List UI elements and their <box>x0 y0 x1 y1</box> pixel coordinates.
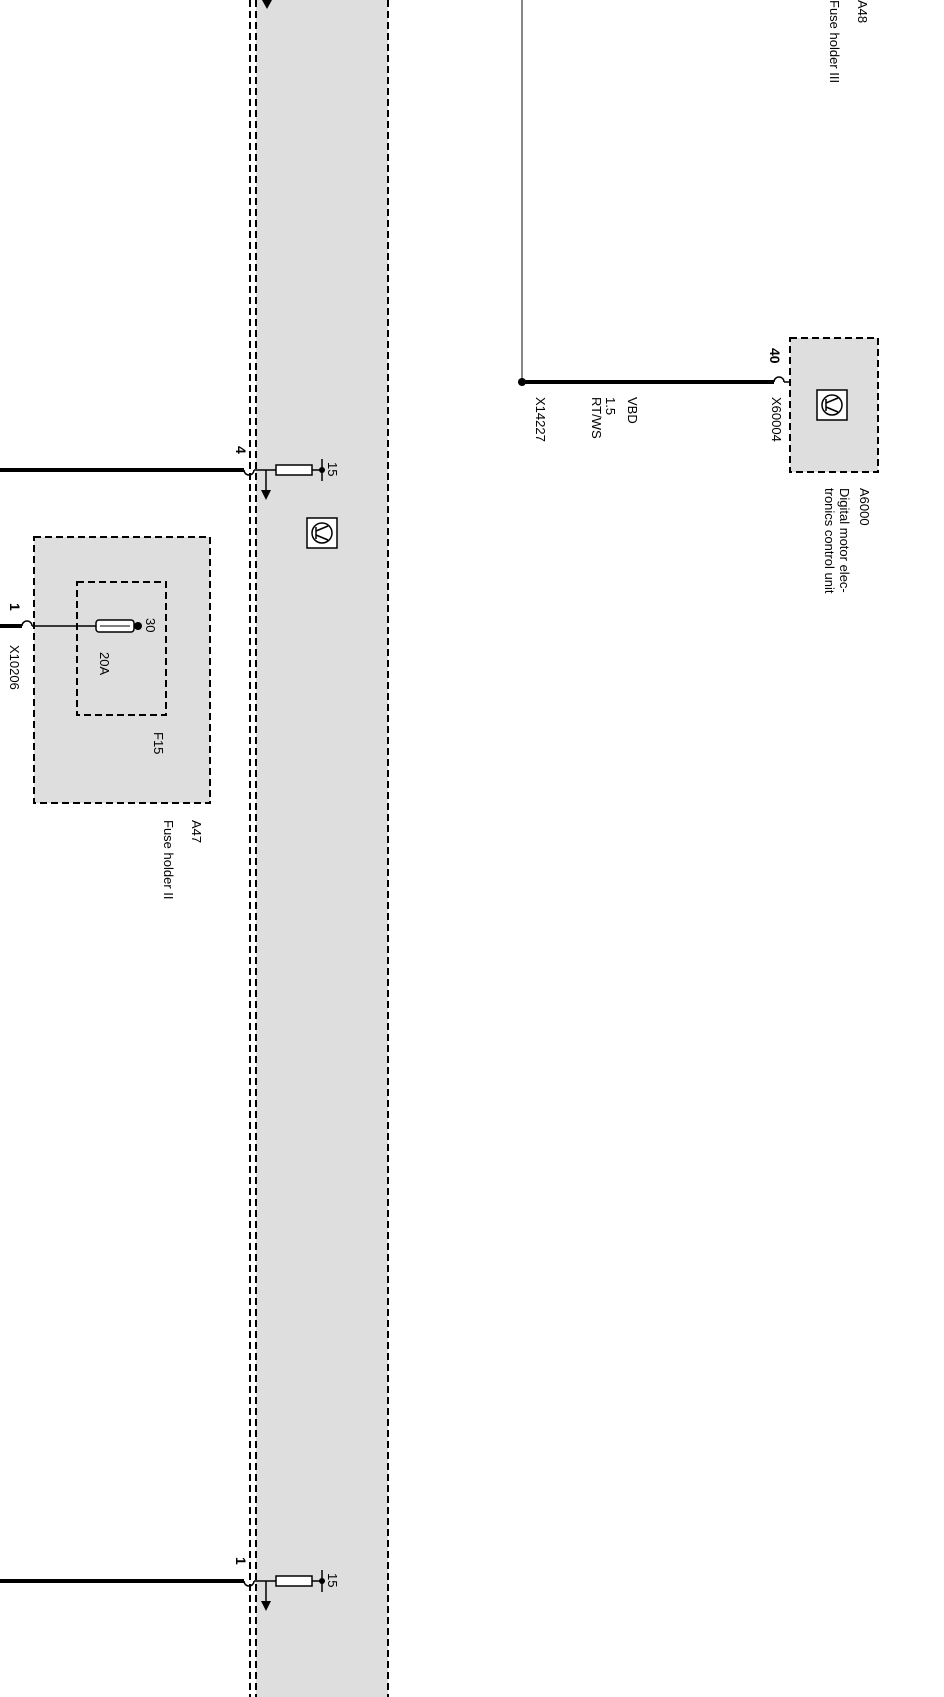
splice-label: X14227 <box>533 397 548 442</box>
upper-terminal-label: 15 <box>325 462 340 476</box>
upper-pin-number: 4 <box>233 446 249 454</box>
transistor-icon <box>306 517 338 549</box>
fuse-holder-a47: 1 X10206 30 20A F15 A47 Fuse holder II <box>0 536 211 900</box>
a6000-name-line1: Digital motor elec- <box>837 488 852 593</box>
lower-output-circuit: 1 15 <box>0 1557 340 1611</box>
vbd-wire-circuit: X14227 RT/WS 1.5 VBD 40 X60004 <box>518 0 790 442</box>
fuse-terminal-label: 30 <box>143 618 158 632</box>
resistor-icon <box>275 464 313 476</box>
fuse-rating-label: 20A <box>97 652 112 675</box>
x10206-pin-number: 1 <box>7 603 23 611</box>
a6000-pin-number: 40 <box>767 348 783 364</box>
x10206-connector-label: X10206 <box>7 645 22 690</box>
a6000-name-line2: tronics control unit <box>822 488 837 594</box>
a47-id-label: A47 <box>189 820 204 843</box>
splice-point <box>518 378 526 386</box>
a48-id-label: A48 <box>855 0 870 23</box>
resistor-icon <box>275 1575 313 1587</box>
power-distribution-box <box>249 0 389 1697</box>
wire-cross-section-label: 1.5 <box>603 397 618 415</box>
transistor-icon <box>816 389 848 421</box>
lower-terminal-label: 15 <box>325 1573 340 1587</box>
a6000-id-label: A6000 <box>857 488 872 526</box>
a47-name-label: Fuse holder II <box>161 820 176 900</box>
fuse-holder-a48-label: A48 Fuse holder III <box>827 0 870 83</box>
wire-color-label: RT/WS <box>589 397 604 439</box>
fuse-id-label: F15 <box>151 732 166 754</box>
a48-name-label: Fuse holder III <box>827 0 842 83</box>
a6000-connector-label: X60004 <box>769 397 784 442</box>
wire-signal-label: VBD <box>625 397 640 424</box>
upper-output-circuit: 4 15 <box>0 446 340 500</box>
lower-pin-number: 1 <box>233 1557 249 1565</box>
control-unit-a6000: A6000 Digital motor elec- tronics contro… <box>789 337 879 594</box>
